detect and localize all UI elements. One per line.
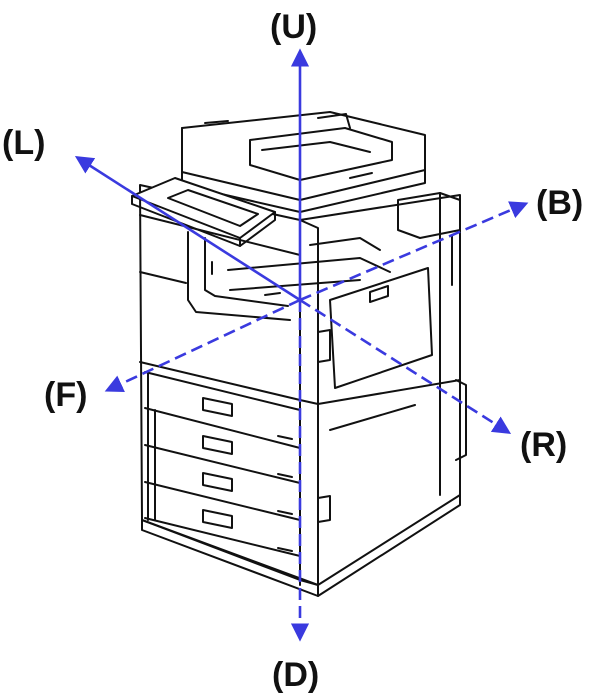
axis-left-line (74, 156, 301, 302)
label-down: (D) (272, 656, 320, 694)
axis-right-line (299, 298, 512, 434)
label-front: (F) (44, 376, 88, 414)
control-panel (131, 177, 276, 247)
paper-trays (144, 371, 331, 557)
label-left: (L) (2, 124, 46, 162)
document-feeder (181, 111, 426, 213)
direction-axes (74, 48, 529, 642)
label-back: (B) (536, 184, 584, 222)
axis-back-line (299, 201, 529, 302)
front-door (317, 267, 433, 431)
label-right: (R) (520, 426, 568, 464)
printer-base (141, 494, 461, 597)
output-tray (187, 231, 391, 321)
label-up: (U) (270, 8, 318, 46)
